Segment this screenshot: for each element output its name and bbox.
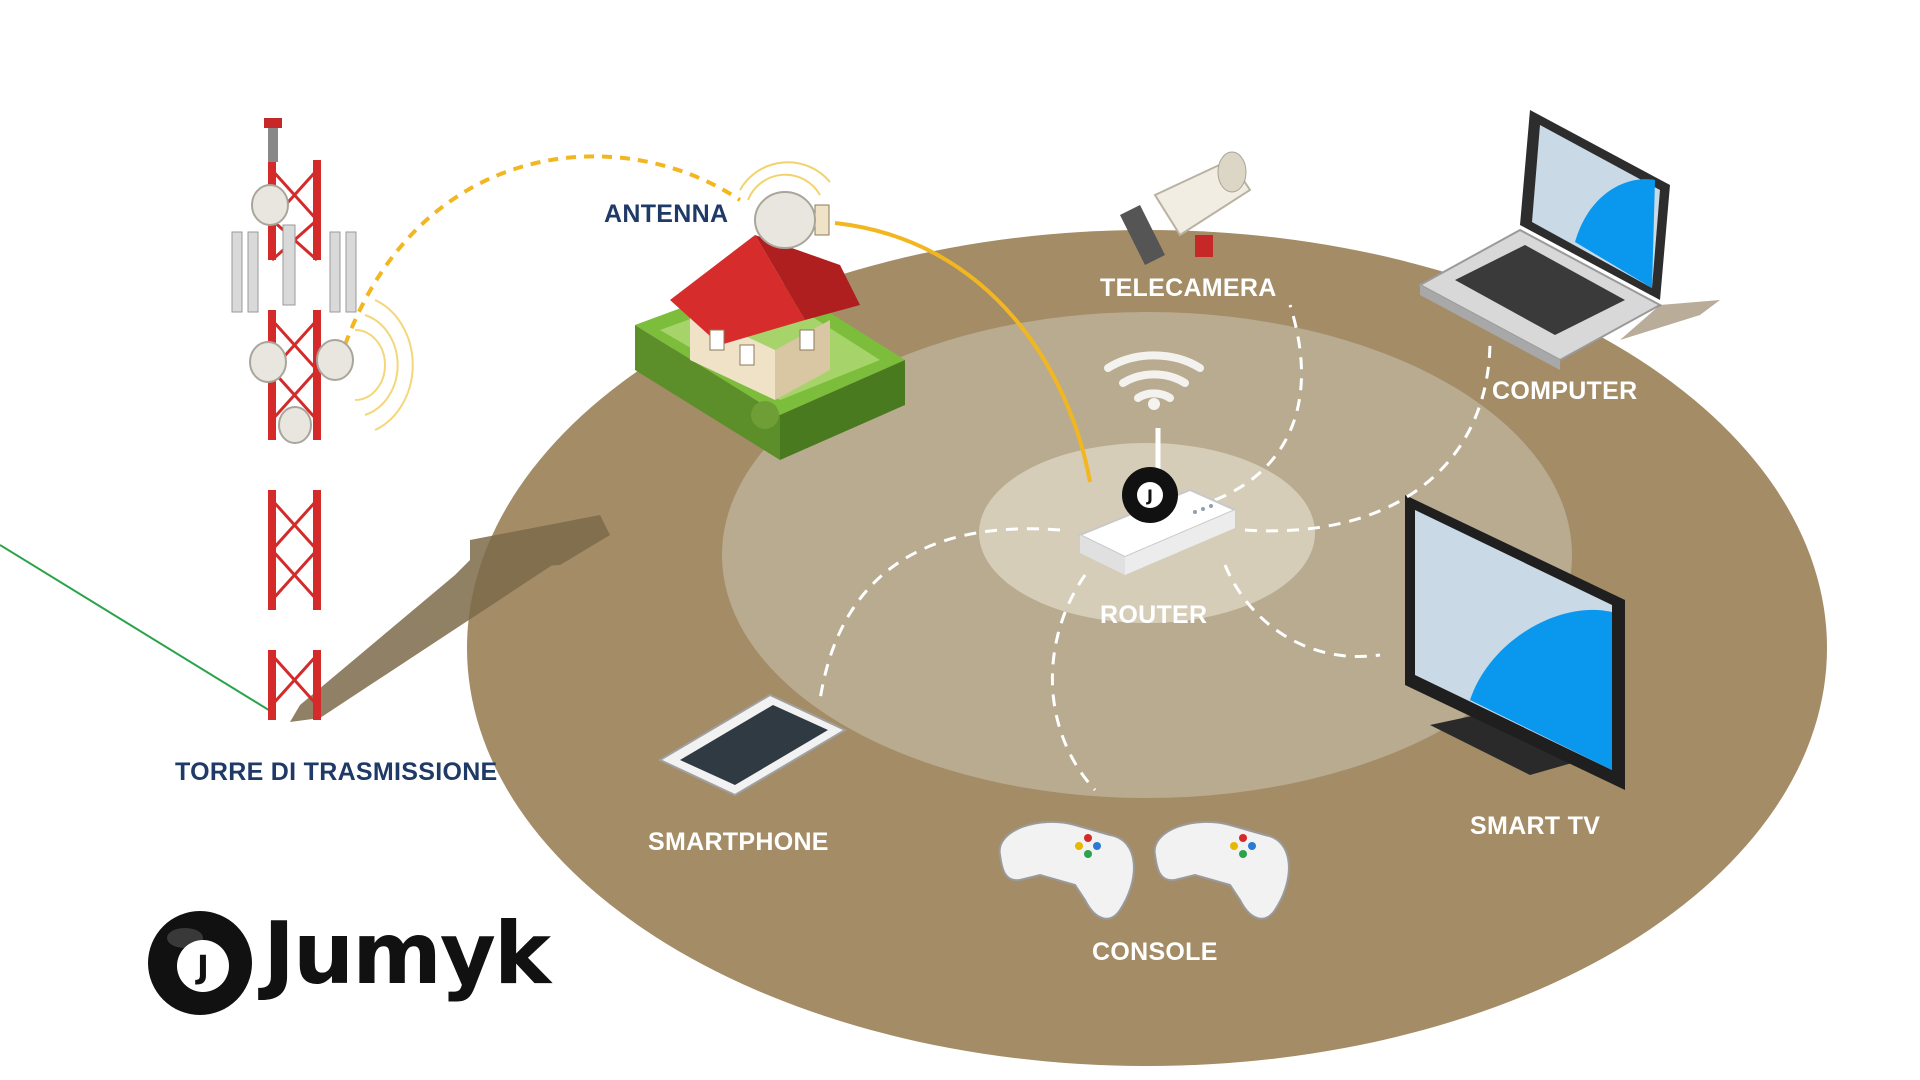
wireless-links xyxy=(818,304,1492,792)
router-label: ROUTER xyxy=(1100,601,1208,629)
console-label: CONSOLE xyxy=(1092,938,1218,966)
house-icon xyxy=(635,161,905,460)
security-camera-icon xyxy=(1120,151,1252,265)
camera-label: TELECAMERA xyxy=(1100,274,1277,302)
antenna-router-cable xyxy=(834,221,1092,483)
brand-glyph: J xyxy=(195,948,209,986)
game-controller-icon xyxy=(1153,820,1290,920)
wifi-icon xyxy=(1104,351,1204,402)
brand-name: Jumyk xyxy=(263,904,551,1004)
brand-ball-icon: J xyxy=(148,911,252,1015)
router-icon: J xyxy=(1077,428,1238,575)
game-controller-icon xyxy=(998,820,1135,920)
smart-tv-label: SMART TV xyxy=(1470,812,1601,840)
transmission-tower-icon xyxy=(231,118,414,720)
brand-logo: J Jumyk xyxy=(145,898,551,1038)
computer-label: COMPUTER xyxy=(1492,377,1638,405)
antenna-label: ANTENNA xyxy=(604,200,729,228)
svg-text:J: J xyxy=(1146,486,1153,505)
smart-tv-icon xyxy=(1405,495,1625,790)
tower-shadow xyxy=(290,515,610,722)
ground-line xyxy=(0,544,273,713)
wifi-dot xyxy=(1148,398,1160,410)
laptop-icon xyxy=(1417,110,1720,370)
tower-label: TORRE DI TRASMISSIONE xyxy=(175,758,498,786)
smartphone-label: SMARTPHONE xyxy=(648,828,829,856)
smartphone-icon xyxy=(657,693,848,797)
